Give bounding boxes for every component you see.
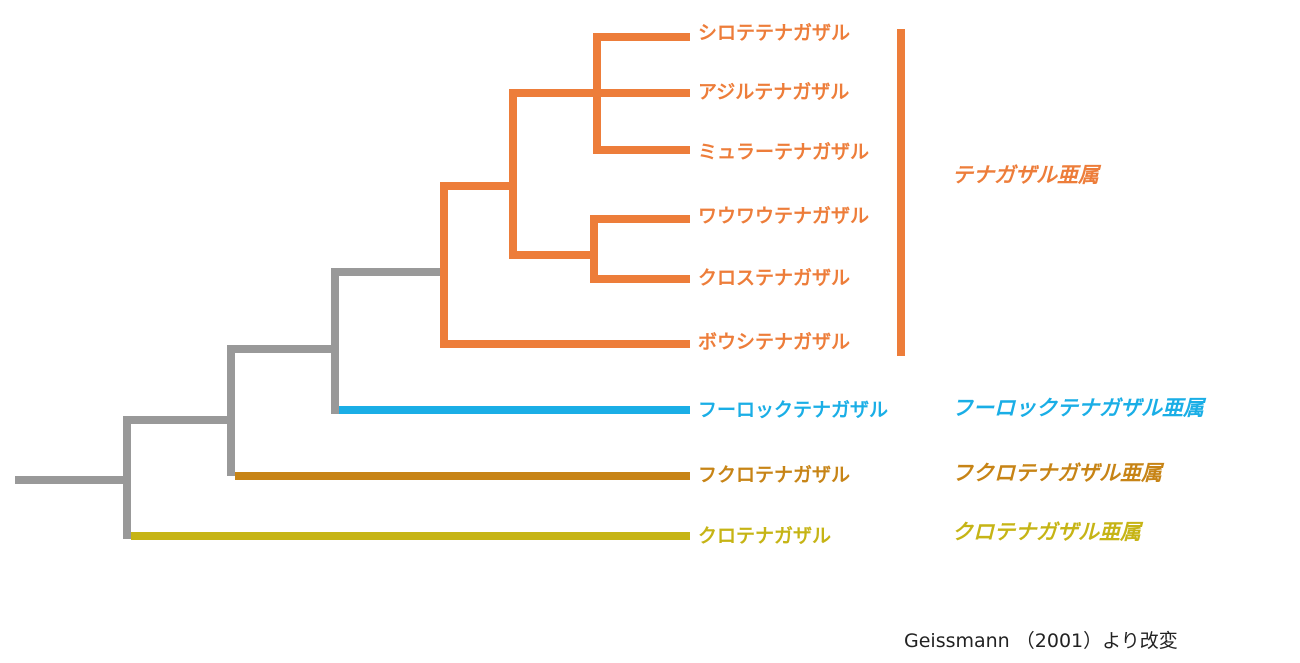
species-label-sp3: ミュラーテナガザル [698, 141, 870, 163]
species-label-sp7: フーロックテナガザル [698, 399, 889, 421]
genus-label-hylobates: テナガザル亜属 [952, 163, 1099, 187]
species-label-sp1: シロテテナガザル [698, 22, 851, 44]
species-label-sp9: クロテナガザル [698, 525, 832, 547]
genus-label-symphalangus: フクロテナガザル亜属 [952, 461, 1162, 485]
species-label-sp4: ワウワウテナガザル [698, 205, 870, 227]
genus-label-hoolock: フーロックテナガザル亜属 [952, 396, 1204, 420]
species-label-sp8: フクロテナガザル [698, 464, 851, 486]
genus-label-nomascus: クロテナガザル亜属 [952, 520, 1141, 544]
species-label-sp5: クロステナガザル [698, 267, 851, 289]
species-label-sp6: ボウシテナガザル [698, 331, 851, 353]
citation-text: Geissmann （2001）より改変 [904, 630, 1178, 652]
species-label-sp2: アジルテナガザル [698, 81, 850, 103]
